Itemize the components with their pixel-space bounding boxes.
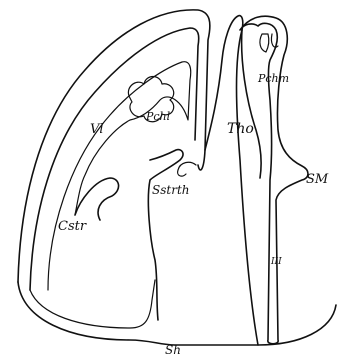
label-pchm: Pchm <box>258 73 289 84</box>
hemisphere-inner-wall <box>30 28 199 290</box>
label-iii: III <box>271 258 282 267</box>
label-sstrth: Sstrth <box>152 184 190 196</box>
thalamus <box>205 16 261 178</box>
striatum-thalamus-groove <box>178 162 196 176</box>
label-sm: SM <box>306 173 328 186</box>
label-sh: Sh <box>165 344 181 356</box>
median-wall <box>237 30 259 345</box>
label-vl: Vl <box>90 123 104 136</box>
hemisphere-floor <box>18 282 336 345</box>
label-pchl: Pchl <box>146 111 170 122</box>
label-tho: Tho <box>227 122 254 136</box>
hemisphere-floor-inner <box>30 280 155 328</box>
label-cstr: Cstr <box>58 220 86 233</box>
corpus-striatum <box>75 150 183 320</box>
lateral-ventricle <box>48 62 191 290</box>
hemisphere-outer-wall <box>18 10 210 282</box>
